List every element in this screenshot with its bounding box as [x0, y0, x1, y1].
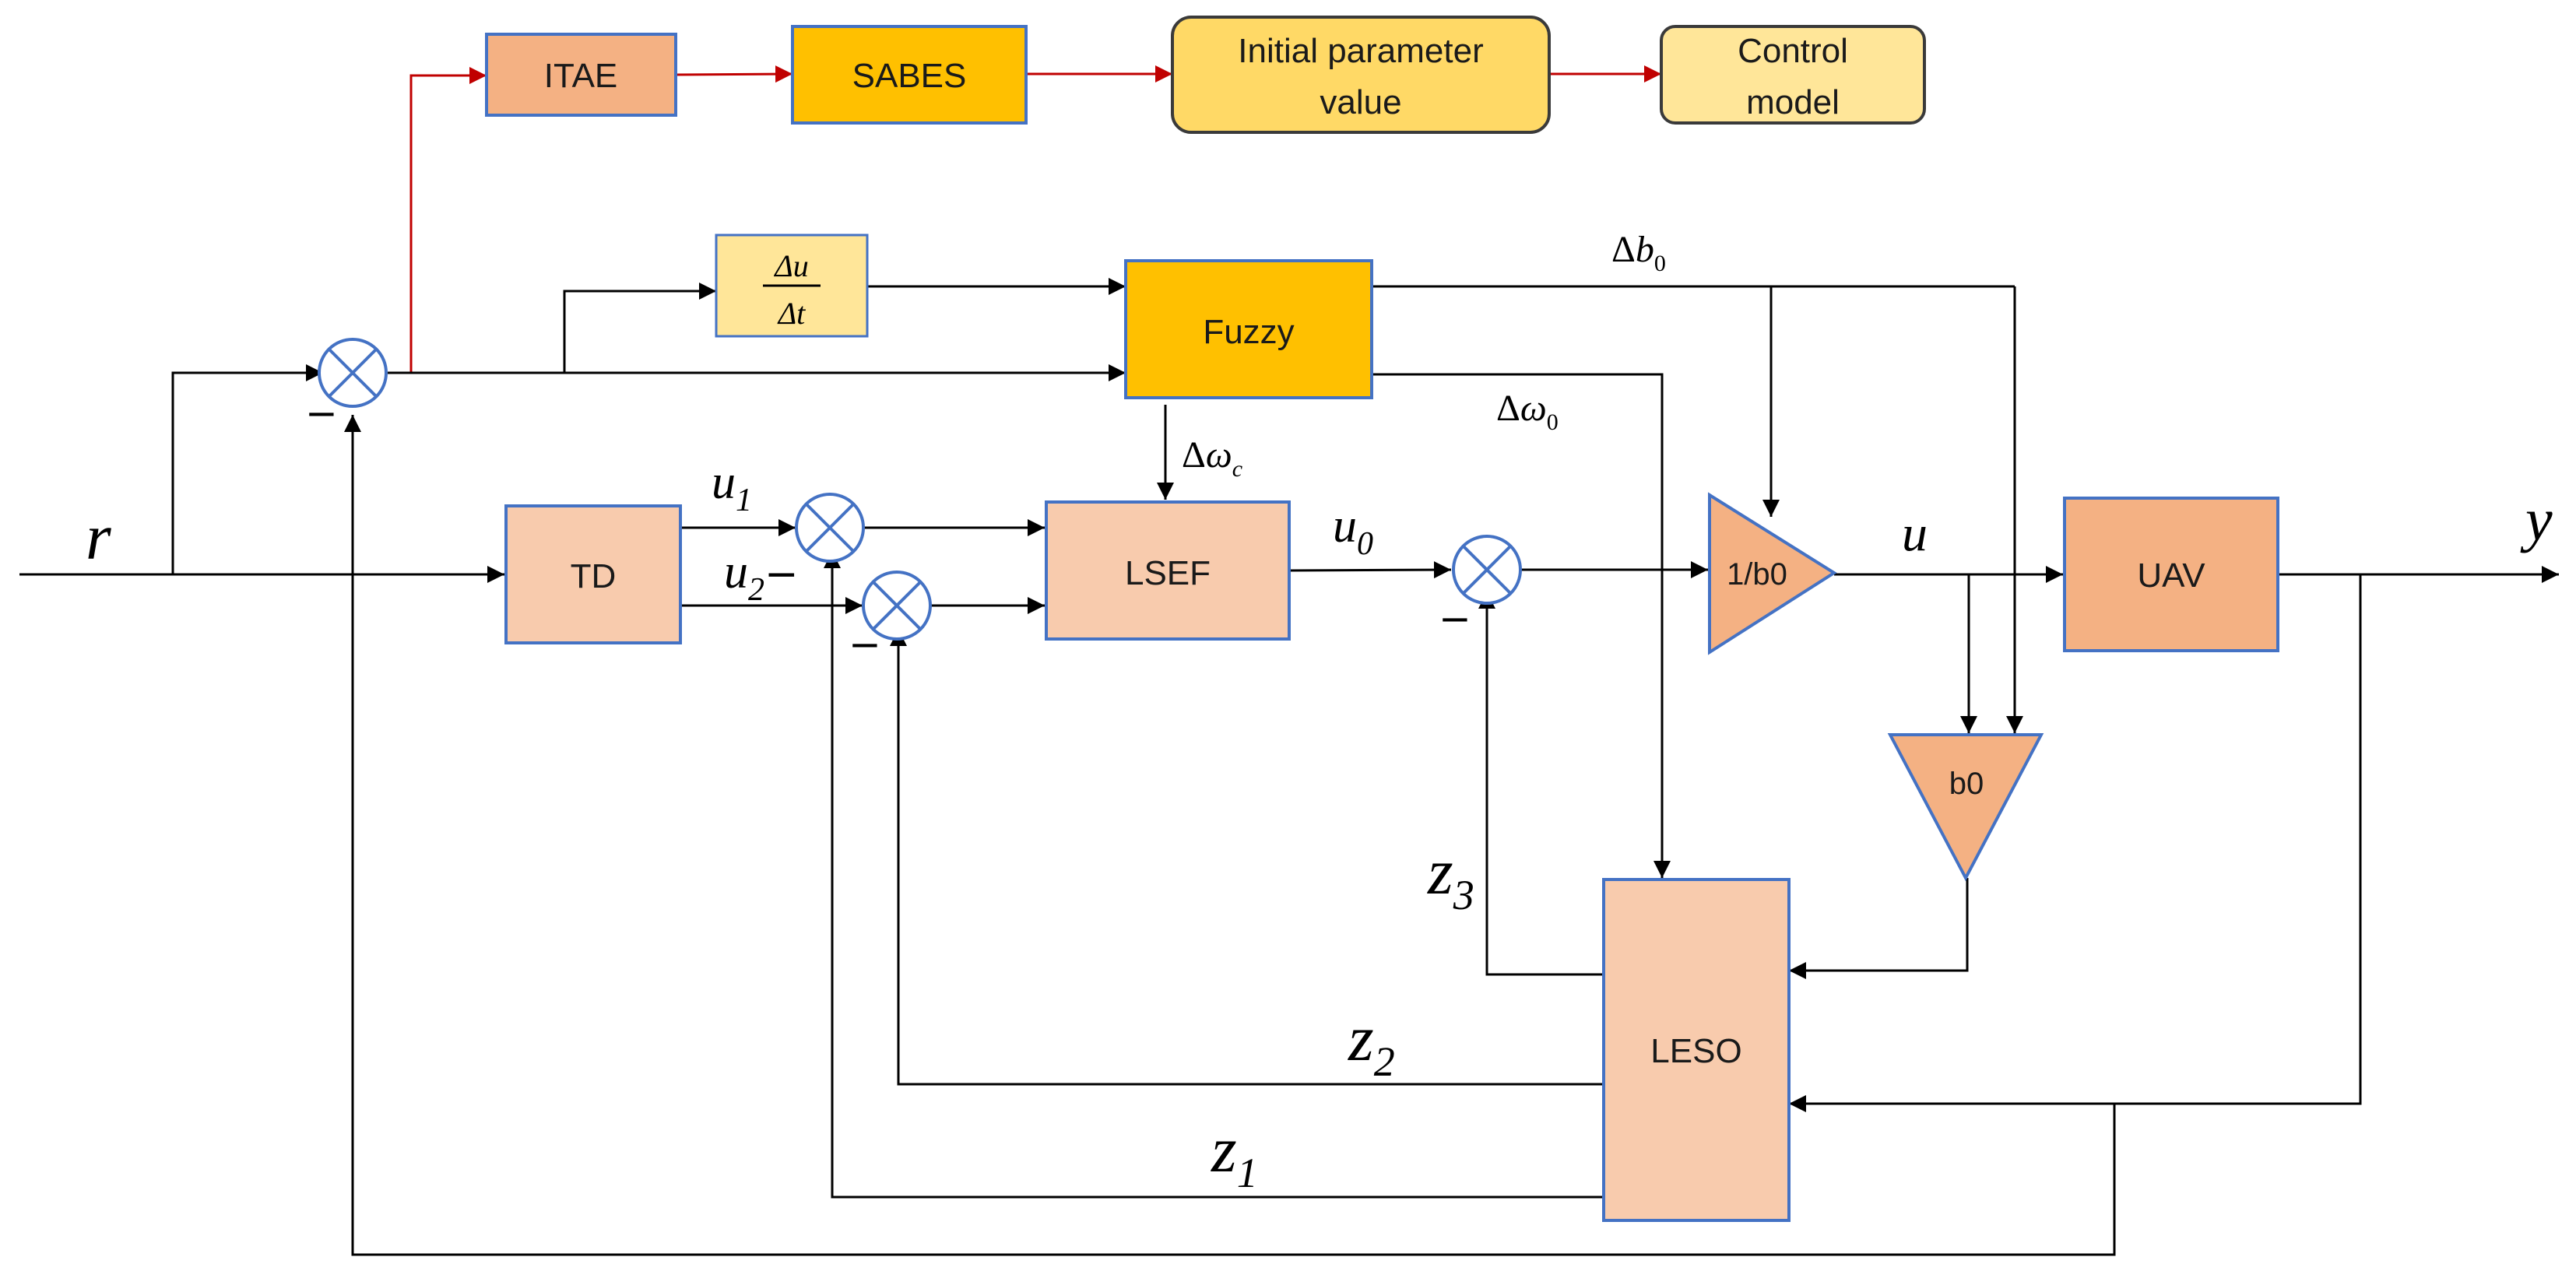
- error-summing-junction: [318, 338, 388, 408]
- b0-gain-label: b0: [1949, 767, 1984, 801]
- signal-z1: z1: [1211, 1114, 1258, 1196]
- lsef-box: [1045, 500, 1291, 641]
- signal-u2: u2−: [724, 546, 799, 608]
- minus-sign-u2-sum: −: [849, 622, 881, 667]
- td-block: TD: [504, 504, 682, 644]
- signal-y: y: [2520, 486, 2553, 553]
- wire-y-feedback: [344, 415, 2116, 1256]
- itae-label: ITAE: [544, 57, 618, 95]
- wire-lsef-u0: [1288, 561, 1452, 579]
- signal-z3: z3: [1427, 836, 1474, 918]
- fuzzy-block: Fuzzy: [1124, 259, 1373, 399]
- inverse-gain-block: 1/b0: [1708, 492, 1837, 655]
- itae-box: [485, 33, 677, 117]
- itae-block: ITAE: [485, 33, 677, 117]
- wire-error-to-dudt: [563, 283, 716, 373]
- sabes-block: SABES: [791, 25, 1028, 125]
- wire-r-to-error-sum: [171, 364, 323, 574]
- derivative-numerator: Δu: [773, 248, 808, 283]
- signal-delta-w0: Δω0: [1496, 388, 1559, 435]
- initial-parameter-box: [1171, 16, 1551, 134]
- initial-parameter-label-line1: Initial parameter: [1238, 32, 1483, 70]
- initial-parameter-block: Initial parameter value: [1171, 16, 1551, 134]
- minus-sign-u0-sum: −: [1439, 596, 1471, 641]
- leso-label: LESO: [1650, 1032, 1741, 1070]
- sabes-label: SABES: [852, 57, 967, 95]
- td-box: [504, 504, 682, 644]
- control-model-block: Control model: [1660, 25, 1926, 125]
- td-label: TD: [571, 557, 617, 595]
- uav-block: UAV: [2063, 497, 2279, 652]
- signal-u1: u1: [712, 456, 752, 518]
- wire-z1: [824, 551, 1604, 1199]
- u0-summing-junction: [1452, 535, 1522, 605]
- derivative-block: Δu Δt: [715, 233, 869, 338]
- lsef-block: LSEF: [1045, 500, 1291, 641]
- leso-box: [1602, 878, 1791, 1222]
- lsef-label: LSEF: [1125, 554, 1211, 592]
- u2-summing-junction: [862, 571, 932, 641]
- wire-z2: [890, 629, 1604, 1086]
- uav-label: UAV: [2137, 557, 2205, 595]
- signal-u0: u0: [1333, 500, 1373, 562]
- wire-itae-to-sabes: [675, 65, 793, 83]
- control-model-label-line1: Control: [1738, 32, 1848, 70]
- wire-error-to-itae: [409, 67, 487, 373]
- b0-gain-triangle: [1887, 733, 2044, 882]
- signal-z2: z2: [1348, 1002, 1395, 1085]
- wire-y-to-leso: [1789, 574, 2362, 1112]
- signal-delta-wc: Δωc: [1182, 434, 1242, 482]
- signal-r: r: [86, 501, 111, 574]
- control-model-label-line2: model: [1746, 83, 1840, 121]
- signal-delta-b0: Δb0: [1611, 229, 1666, 276]
- u1-summing-junction: [795, 493, 865, 563]
- inverse-gain-label: 1/b0: [1727, 557, 1787, 592]
- wire-fuzzy-delta-w0: [1372, 373, 1671, 878]
- control-model-box: [1660, 25, 1926, 125]
- wire-b0-to-leso: [1789, 878, 1969, 979]
- inverse-gain-triangle: [1708, 492, 1837, 655]
- leso-block: LESO: [1602, 878, 1791, 1222]
- sabes-box: [791, 25, 1028, 125]
- connections: [19, 65, 2559, 1256]
- wire-z3: [1478, 592, 1604, 976]
- signal-u: u: [1902, 505, 1928, 562]
- b0-gain-block: b0: [1887, 733, 2044, 882]
- fuzzy-box: [1124, 259, 1373, 399]
- fuzzy-label: Fuzzy: [1203, 313, 1294, 351]
- uav-box: [2063, 497, 2279, 652]
- initial-parameter-label-line2: value: [1320, 83, 1401, 121]
- minus-sign-error-sum: −: [305, 391, 338, 436]
- derivative-denominator: Δt: [777, 296, 806, 331]
